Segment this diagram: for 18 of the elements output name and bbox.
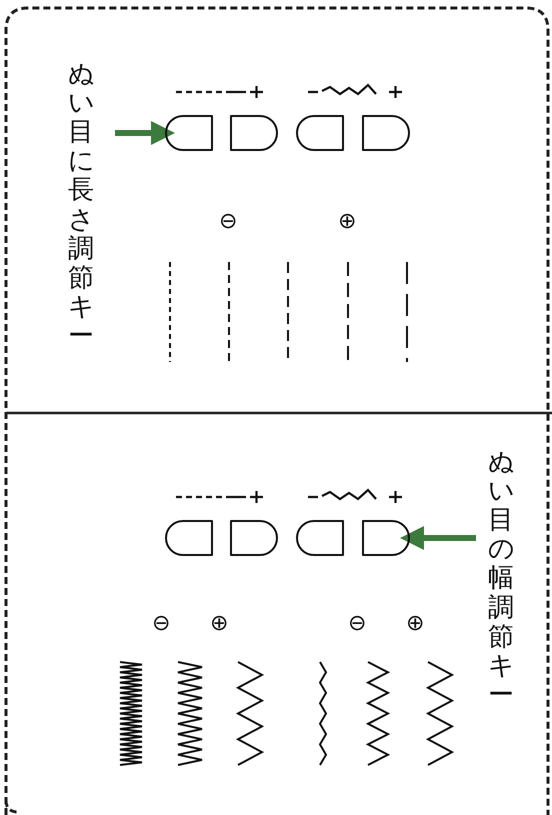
sign-symbol: ⊕ — [210, 613, 228, 635]
key-button — [165, 520, 213, 556]
key-button — [296, 520, 344, 556]
sign-symbol: ⊖ — [152, 613, 170, 635]
arrow — [115, 121, 175, 145]
key-button — [230, 115, 278, 151]
sign-symbol: ⊕ — [338, 211, 356, 233]
sign-symbol: ⊖ — [219, 211, 238, 233]
key-button — [362, 115, 410, 151]
sign-symbol: ⊖ — [348, 613, 366, 635]
key-button — [296, 115, 344, 151]
vertical-label: ぬい目に長さ調節キー — [68, 60, 98, 352]
key-button — [362, 520, 410, 556]
vertical-label: ぬい目の幅調節キー — [488, 448, 518, 710]
key-button — [230, 520, 278, 556]
sign-symbol: ⊕ — [406, 613, 424, 635]
arrow — [400, 526, 476, 550]
key-button — [165, 115, 213, 151]
